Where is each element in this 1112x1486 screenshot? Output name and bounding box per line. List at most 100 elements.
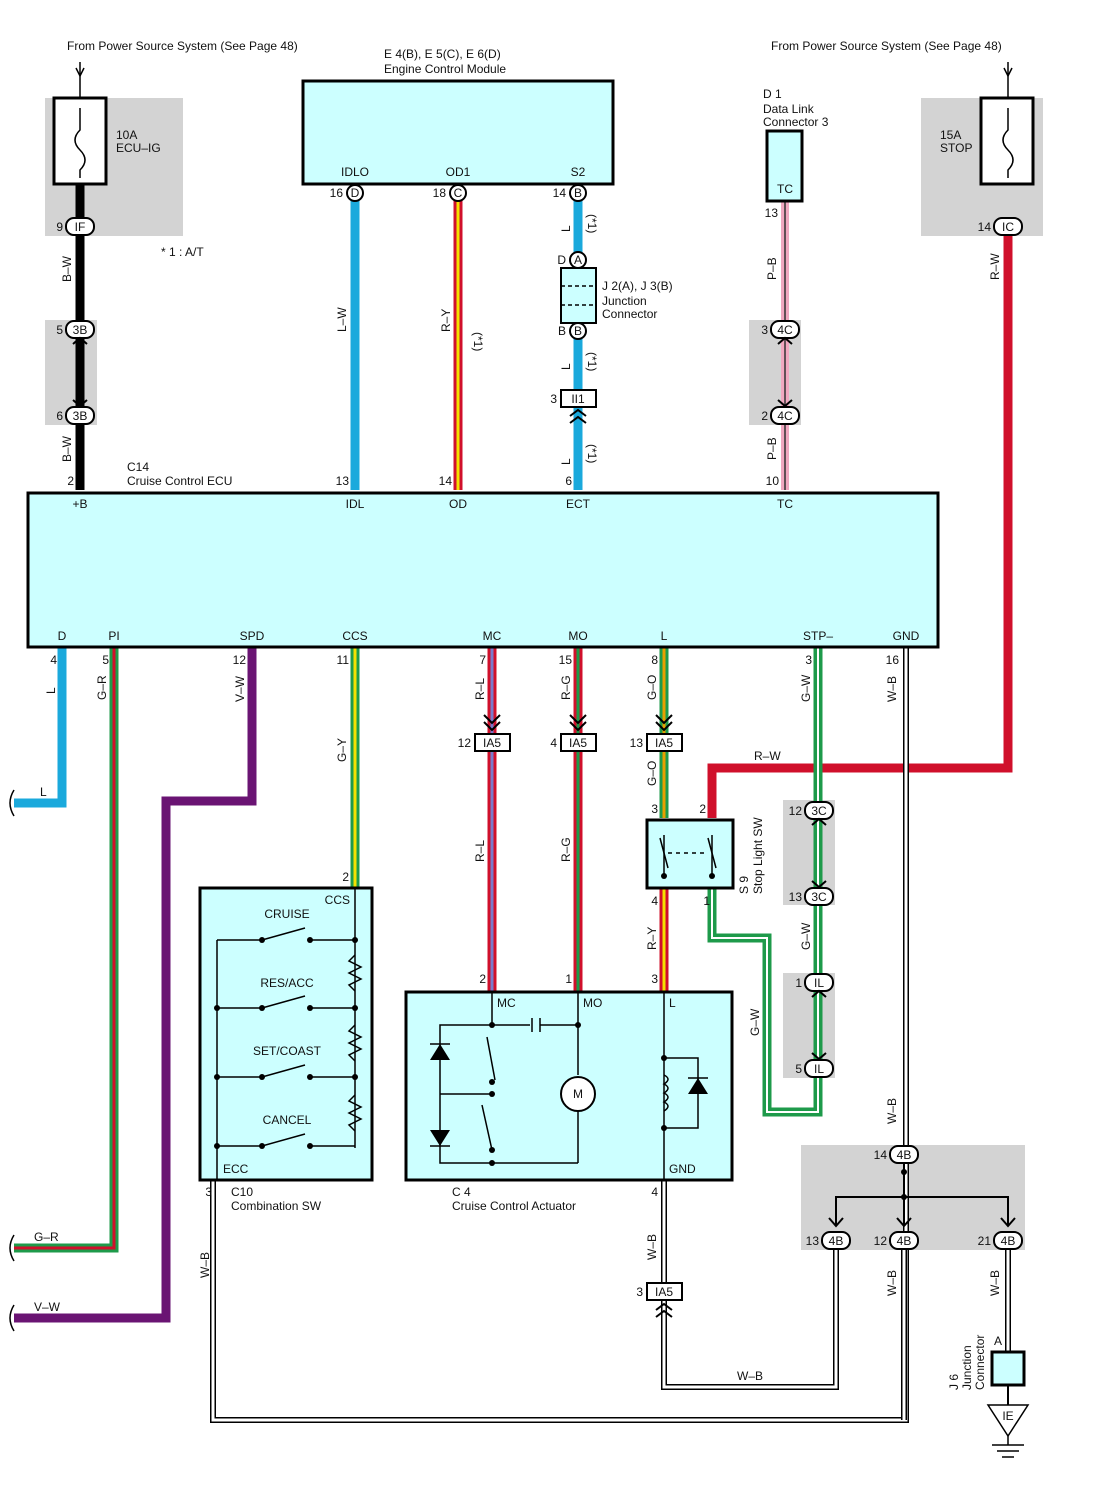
ecu-bot-pin-mc: MC xyxy=(483,629,502,643)
act-gnd-num: 4 xyxy=(651,1185,658,1199)
ecu-top-num-od: 14 xyxy=(439,474,453,488)
jc-name-2: Connector xyxy=(602,307,657,321)
stop-light-switch xyxy=(645,818,735,890)
ecu-bot-pin-pi: PI xyxy=(108,629,119,643)
wl-gw2: G–W xyxy=(799,922,813,950)
combo-ecc: ECC xyxy=(223,1162,249,1176)
j6-name-1: Junction xyxy=(960,1345,974,1390)
wl-ry-sw: R–Y xyxy=(645,927,659,950)
badge-ic-text: IC xyxy=(1002,220,1014,234)
ecu-bot-pin-gnd: GND xyxy=(893,629,920,643)
stop-sw-pin-4: 4 xyxy=(651,894,658,908)
wire-wb-gnd-inner xyxy=(211,647,908,1422)
badge-4b-top: 4B xyxy=(889,1145,919,1164)
wl-star1-b: (*1) xyxy=(585,214,599,233)
num-4b-a: 13 xyxy=(806,1234,820,1248)
wl-wb-4b-c: W–B xyxy=(988,1270,1002,1296)
badge-ecm-b-text: B xyxy=(574,186,582,200)
wl-go2: G–O xyxy=(645,761,659,786)
num-ii1: 3 xyxy=(550,392,557,406)
wl-l-end: L xyxy=(40,785,47,799)
badge-il-bot: IL xyxy=(804,1059,834,1078)
wl-l1: L xyxy=(559,225,573,232)
ecm-box xyxy=(301,79,615,186)
conn-ia5-mc-text: IA5 xyxy=(483,736,501,750)
badge-4c-bot: 4C xyxy=(770,406,800,425)
ecu-bot-num-d: 4 xyxy=(50,653,57,667)
dlc-pin-num: 13 xyxy=(765,206,779,220)
wire-gw-stripe xyxy=(711,647,819,1113)
wl-rw-sw: R–W xyxy=(754,749,781,763)
ecu-top-num-tc: 10 xyxy=(766,474,780,488)
badge-3c-bot-text: 3C xyxy=(811,890,827,904)
ecu-top-pin-od: OD xyxy=(449,497,467,511)
wl-gy: G–Y xyxy=(335,738,349,762)
act-code: C 4 xyxy=(452,1185,471,1199)
ecm-name: Engine Control Module xyxy=(384,62,506,76)
wl-bw2: B–W xyxy=(60,435,74,462)
junction-dots xyxy=(901,1169,907,1200)
combo-code: C10 xyxy=(231,1185,253,1199)
conn-ia5-gnd: IA5 xyxy=(646,1282,683,1301)
ecu-top-pin-tc: TC xyxy=(777,497,793,511)
combo-ccs-num: 2 xyxy=(342,870,349,884)
ecu-top-num-idl: 13 xyxy=(336,474,350,488)
dlc-pin: TC xyxy=(777,182,793,196)
badge-4b-b-text: 4B xyxy=(897,1234,912,1248)
num-ia5-gnd: 3 xyxy=(636,1285,643,1299)
wl-bw1: B–W xyxy=(60,255,74,282)
badge-ecm-c-text: C xyxy=(454,186,463,200)
wl-star1-a: (*1) xyxy=(471,332,485,351)
act-l-num: 3 xyxy=(651,972,658,986)
conn-ia5-mc: IA5 xyxy=(474,733,511,752)
badge-ecm-d: D xyxy=(346,184,364,202)
fuse-left-rating: 10A xyxy=(116,128,137,142)
act-mc-num: 2 xyxy=(479,972,486,986)
num-3c-bot: 13 xyxy=(789,890,803,904)
num-ia5-l: 13 xyxy=(630,736,644,750)
ecu-top-pin-b: +B xyxy=(72,497,87,511)
act-name: Cruise Control Actuator xyxy=(452,1199,576,1213)
ecu-bot-num-spd: 12 xyxy=(233,653,247,667)
badge-4c-bot-text: 4C xyxy=(777,409,793,423)
ecu-bot-pin-ccs: CCS xyxy=(342,629,367,643)
ecu-name: Cruise Control ECU xyxy=(127,474,232,488)
switch-res-acc xyxy=(214,995,358,1011)
wl-go1: G–O xyxy=(645,675,659,700)
jc-name-1: Junction xyxy=(602,294,647,308)
square-connectors: II1 IA5 IA5 IA5 IA5 xyxy=(474,389,683,1301)
switch-cruise xyxy=(217,927,358,943)
wl-l-bottom: L xyxy=(44,687,58,694)
wl-vw-end: V–W xyxy=(34,1300,61,1314)
wires xyxy=(14,62,1013,1423)
badge-ecm-b: B xyxy=(569,184,587,202)
conn-ii1: II1 xyxy=(560,389,597,408)
wl-wb-gnd: W–B xyxy=(885,676,899,702)
act-gnd: GND xyxy=(669,1162,696,1176)
badge-4b-c-text: 4B xyxy=(1001,1234,1016,1248)
connector-badges: IF 3B 3B 4C 4C IC 3C 3C IL IL 4B 4B 4B 4… xyxy=(65,184,1023,1423)
combo-switch-cruise: CRUISE xyxy=(264,907,309,921)
num-4b-b: 12 xyxy=(874,1234,888,1248)
j6-name-2: Connector xyxy=(973,1335,987,1390)
conn-ii1-text: II1 xyxy=(571,392,585,406)
wl-rl2: R–L xyxy=(473,840,487,862)
ecm-pin-s2: S2 xyxy=(571,165,586,179)
switch-set-coast xyxy=(214,1064,358,1080)
ecu-bot-num-stp: 3 xyxy=(805,653,812,667)
switch-cancel xyxy=(214,1133,355,1149)
num-il-bot: 5 xyxy=(795,1062,802,1076)
num-3b-bot: 6 xyxy=(56,409,63,423)
ecu-bot-num-pi: 5 xyxy=(102,653,109,667)
cruise-control-actuator xyxy=(404,990,734,1182)
ecu-top-pin-idl: IDL xyxy=(346,497,365,511)
num-4b-c: 21 xyxy=(978,1234,992,1248)
fuse-right xyxy=(979,67,1035,186)
combo-name: Combination SW xyxy=(231,1199,322,1213)
wl-rg2: R–G xyxy=(559,837,573,862)
wl-l2: L xyxy=(559,363,573,370)
ecm-code: E 4(B), E 5(C), E 6(D) xyxy=(384,47,501,61)
fuse-right-rating: 15A xyxy=(940,128,961,142)
badge-ecm-c: C xyxy=(449,184,467,202)
num-3b-top: 5 xyxy=(56,323,63,337)
